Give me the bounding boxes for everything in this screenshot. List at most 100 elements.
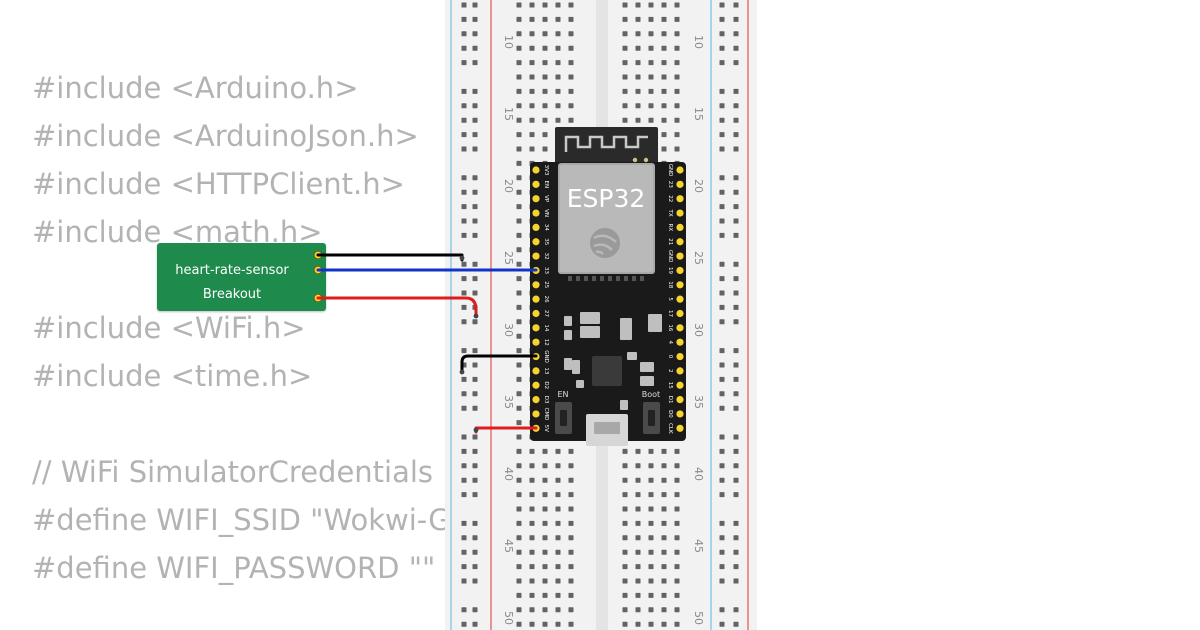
- breadboard-hole[interactable]: [635, 549, 641, 555]
- breadboard-hole[interactable]: [516, 376, 522, 382]
- breadboard-hole[interactable]: [461, 117, 467, 123]
- breadboard-hole[interactable]: [472, 405, 478, 411]
- breadboard-hole[interactable]: [461, 492, 467, 498]
- breadboard-hole[interactable]: [674, 578, 680, 584]
- breadboard-hole[interactable]: [516, 146, 522, 152]
- esp32-pin-left[interactable]: [532, 309, 540, 318]
- breadboard-hole[interactable]: [555, 520, 561, 526]
- breadboard-hole[interactable]: [648, 463, 654, 469]
- breadboard-hole[interactable]: [568, 31, 574, 37]
- breadboard-hole[interactable]: [461, 16, 467, 22]
- breadboard-hole[interactable]: [516, 60, 522, 66]
- breadboard-hole[interactable]: [542, 132, 548, 138]
- breadboard-hole[interactable]: [648, 520, 654, 526]
- breadboard-hole[interactable]: [461, 88, 467, 94]
- breadboard-hole[interactable]: [529, 463, 535, 469]
- breadboard-hole[interactable]: [661, 578, 667, 584]
- breadboard-hole[interactable]: [622, 564, 628, 570]
- breadboard-hole[interactable]: [719, 578, 725, 584]
- esp32-pin-left[interactable]: [532, 238, 540, 246]
- breadboard-hole[interactable]: [472, 232, 478, 238]
- breadboard-hole[interactable]: [516, 218, 522, 224]
- esp32-pin-left[interactable]: [532, 281, 540, 289]
- breadboard-hole[interactable]: [661, 146, 667, 152]
- breadboard-hole[interactable]: [733, 117, 739, 123]
- breadboard-hole[interactable]: [529, 520, 535, 526]
- breadboard-hole[interactable]: [635, 520, 641, 526]
- breadboard-hole[interactable]: [555, 117, 561, 123]
- breadboard-hole[interactable]: [472, 31, 478, 37]
- breadboard-hole[interactable]: [661, 16, 667, 22]
- breadboard-hole[interactable]: [529, 88, 535, 94]
- breadboard-hole[interactable]: [719, 304, 725, 310]
- breadboard-hole[interactable]: [733, 448, 739, 454]
- breadboard-hole[interactable]: [472, 535, 478, 541]
- breadboard-hole[interactable]: [516, 448, 522, 454]
- breadboard-hole[interactable]: [555, 477, 561, 483]
- breadboard-hole[interactable]: [461, 175, 467, 181]
- breadboard-hole[interactable]: [461, 319, 467, 325]
- breadboard-hole[interactable]: [674, 607, 680, 613]
- breadboard-hole[interactable]: [516, 117, 522, 123]
- breadboard-hole[interactable]: [635, 45, 641, 51]
- breadboard-hole[interactable]: [516, 160, 522, 166]
- breadboard-hole[interactable]: [648, 60, 654, 66]
- breadboard-hole[interactable]: [516, 405, 522, 411]
- breadboard-hole[interactable]: [635, 506, 641, 512]
- breadboard-hole[interactable]: [555, 492, 561, 498]
- breadboard-hole[interactable]: [516, 362, 522, 368]
- breadboard-hole[interactable]: [516, 189, 522, 195]
- breadboard-hole[interactable]: [461, 477, 467, 483]
- esp32-pin-left[interactable]: [532, 252, 540, 260]
- breadboard-hole[interactable]: [529, 621, 535, 627]
- breadboard-hole[interactable]: [529, 448, 535, 454]
- breadboard-hole[interactable]: [719, 391, 725, 397]
- breadboard-hole[interactable]: [635, 117, 641, 123]
- breadboard-hole[interactable]: [461, 405, 467, 411]
- breadboard-hole[interactable]: [542, 535, 548, 541]
- breadboard-hole[interactable]: [674, 88, 680, 94]
- breadboard-hole[interactable]: [542, 592, 548, 598]
- breadboard-hole[interactable]: [674, 592, 680, 598]
- breadboard-hole[interactable]: [733, 564, 739, 570]
- breadboard-hole[interactable]: [472, 463, 478, 469]
- breadboard-hole[interactable]: [719, 319, 725, 325]
- breadboard-hole[interactable]: [472, 290, 478, 296]
- breadboard-hole[interactable]: [635, 74, 641, 80]
- breadboard-hole[interactable]: [568, 535, 574, 541]
- breadboard-hole[interactable]: [529, 549, 535, 555]
- breadboard-hole[interactable]: [674, 463, 680, 469]
- breadboard-hole[interactable]: [472, 132, 478, 138]
- breadboard-hole[interactable]: [674, 117, 680, 123]
- breadboard-hole[interactable]: [461, 348, 467, 354]
- breadboard-hole[interactable]: [733, 276, 739, 282]
- breadboard-hole[interactable]: [661, 549, 667, 555]
- breadboard-hole[interactable]: [461, 463, 467, 469]
- breadboard-hole[interactable]: [622, 74, 628, 80]
- breadboard-hole[interactable]: [719, 60, 725, 66]
- breadboard-hole[interactable]: [529, 578, 535, 584]
- breadboard-hole[interactable]: [719, 520, 725, 526]
- breadboard-hole[interactable]: [529, 103, 535, 109]
- breadboard-hole[interactable]: [719, 2, 725, 8]
- breadboard-hole[interactable]: [472, 103, 478, 109]
- esp32-pin-right[interactable]: [676, 381, 684, 389]
- breadboard-hole[interactable]: [719, 88, 725, 94]
- heart-rate-sensor-breakout[interactable]: heart-rate-sensor Breakout: [157, 243, 326, 311]
- breadboard-hole[interactable]: [542, 463, 548, 469]
- breadboard-hole[interactable]: [555, 564, 561, 570]
- breadboard-hole[interactable]: [555, 578, 561, 584]
- breadboard-hole[interactable]: [529, 477, 535, 483]
- breadboard-hole[interactable]: [568, 506, 574, 512]
- breadboard-hole[interactable]: [733, 88, 739, 94]
- breadboard-hole[interactable]: [648, 506, 654, 512]
- breadboard-hole[interactable]: [516, 103, 522, 109]
- breadboard-hole[interactable]: [719, 31, 725, 37]
- breadboard-hole[interactable]: [674, 549, 680, 555]
- breadboard-hole[interactable]: [719, 549, 725, 555]
- breadboard-hole[interactable]: [516, 564, 522, 570]
- breadboard-hole[interactable]: [568, 549, 574, 555]
- breadboard-hole[interactable]: [648, 103, 654, 109]
- breadboard-hole[interactable]: [635, 607, 641, 613]
- breadboard-hole[interactable]: [719, 132, 725, 138]
